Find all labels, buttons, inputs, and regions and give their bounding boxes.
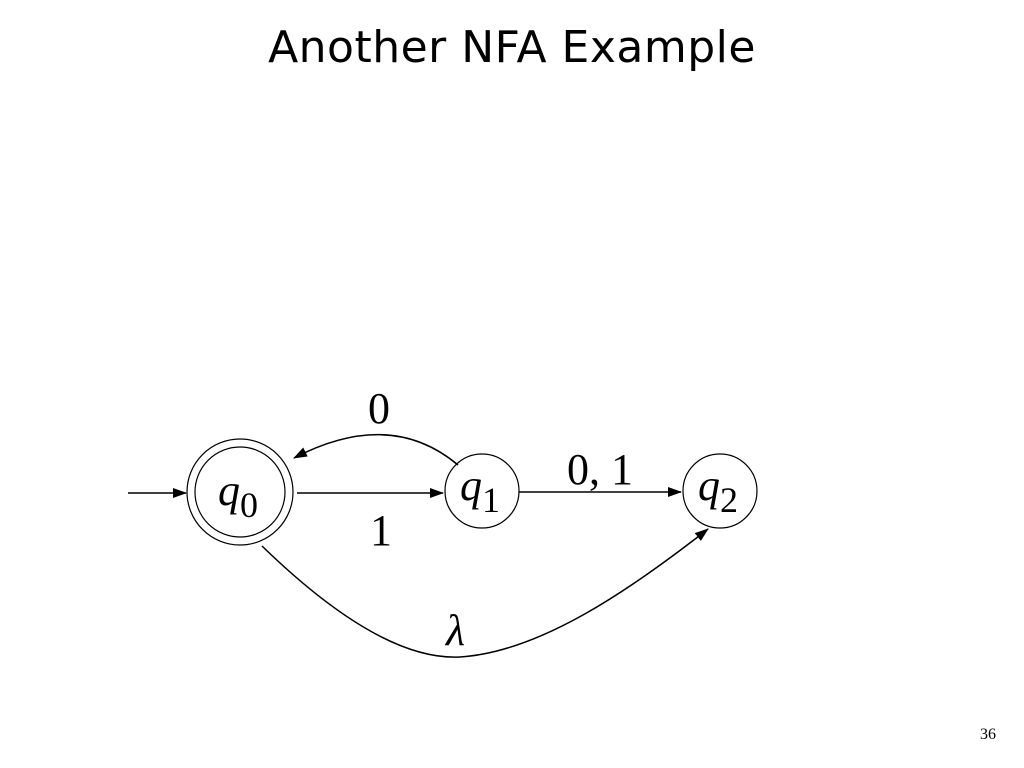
state-q0-outer-ring	[186, 438, 294, 546]
state-q0-label: q0	[218, 466, 258, 525]
state-q1-circle	[444, 453, 520, 529]
state-q2-label: q2	[698, 461, 738, 520]
transition-q0-q2	[261, 528, 709, 658]
state-q0: q0	[186, 438, 294, 546]
transition-q1-q0-label: 0	[368, 384, 390, 433]
transition-q1-q2-label: 0, 1	[567, 445, 633, 494]
state-q1-label: q1	[460, 461, 500, 520]
transition-q1-q0	[293, 434, 459, 466]
state-q1: q1	[444, 453, 520, 529]
state-q2: q2	[682, 453, 758, 529]
page-number: 36	[980, 726, 996, 743]
slide-title: Another NFA Example	[268, 22, 756, 73]
state-q2-circle	[682, 453, 758, 529]
transition-q0-q2-label: λ	[444, 606, 465, 655]
transition-q0-q1-label: 1	[370, 506, 392, 555]
state-q0-inner-ring	[194, 446, 286, 538]
